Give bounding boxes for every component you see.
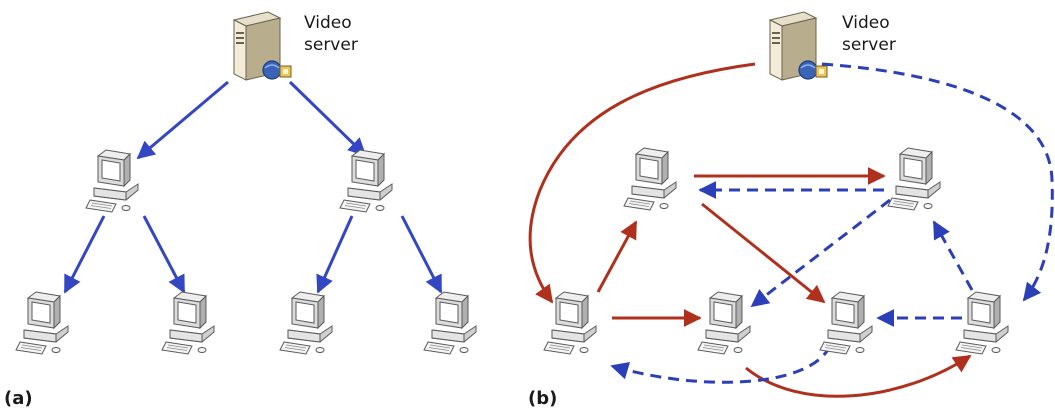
server-label-line2: server — [304, 35, 358, 55]
edge-peerTR-peerM — [750, 198, 891, 308]
server-label: Video server — [842, 13, 896, 55]
edge-server-peer2 — [288, 80, 367, 157]
peer-computer-icon — [85, 149, 139, 213]
peer-computer-icon — [697, 291, 751, 355]
mesh-dashed-edges — [610, 62, 1054, 384]
panel-label-a: (a) — [4, 388, 33, 409]
peer-computer-icon — [161, 291, 215, 355]
peer-computer-icon — [423, 291, 477, 355]
panel-a: Video server (a) — [4, 11, 477, 409]
peer-computer-icon — [15, 291, 69, 355]
edge-peer2-peer6 — [400, 215, 443, 294]
edge-server-peerL — [528, 62, 756, 304]
panel-label-b: (b) — [528, 388, 557, 409]
server-label: Video server — [304, 13, 358, 55]
edge-peerM-peerR — [745, 354, 972, 398]
peer-computer-icon — [623, 147, 677, 211]
server-label-line1: Video — [842, 13, 890, 33]
server-label-line2: server — [842, 35, 896, 55]
tree-edges — [63, 80, 443, 294]
panel-b: Video server (b) — [528, 11, 1054, 409]
video-server-icon — [233, 11, 292, 81]
edge-peer1-peer4 — [142, 215, 186, 294]
mesh-solid-edges — [528, 62, 972, 398]
server-label-line1: Video — [304, 13, 352, 33]
video-server-icon — [769, 11, 828, 81]
peer-computer-icon — [279, 291, 333, 355]
edge-peer1-peer3 — [63, 215, 106, 294]
edge-peerTL-peerMR — [701, 202, 826, 304]
edge-peer2-peer5 — [316, 215, 354, 294]
peer-computer-icon — [339, 149, 393, 213]
peer-computer-icon — [819, 291, 873, 355]
peer-computer-icon — [887, 147, 941, 211]
edge-peerL-peerTL — [596, 220, 638, 293]
edge-peerMR-peerL — [610, 345, 832, 384]
edge-peerR-peerTR — [932, 220, 974, 291]
peer-computer-icon — [955, 291, 1009, 355]
edge-server-peer1 — [136, 80, 229, 160]
edge-server-peerR — [821, 62, 1054, 302]
